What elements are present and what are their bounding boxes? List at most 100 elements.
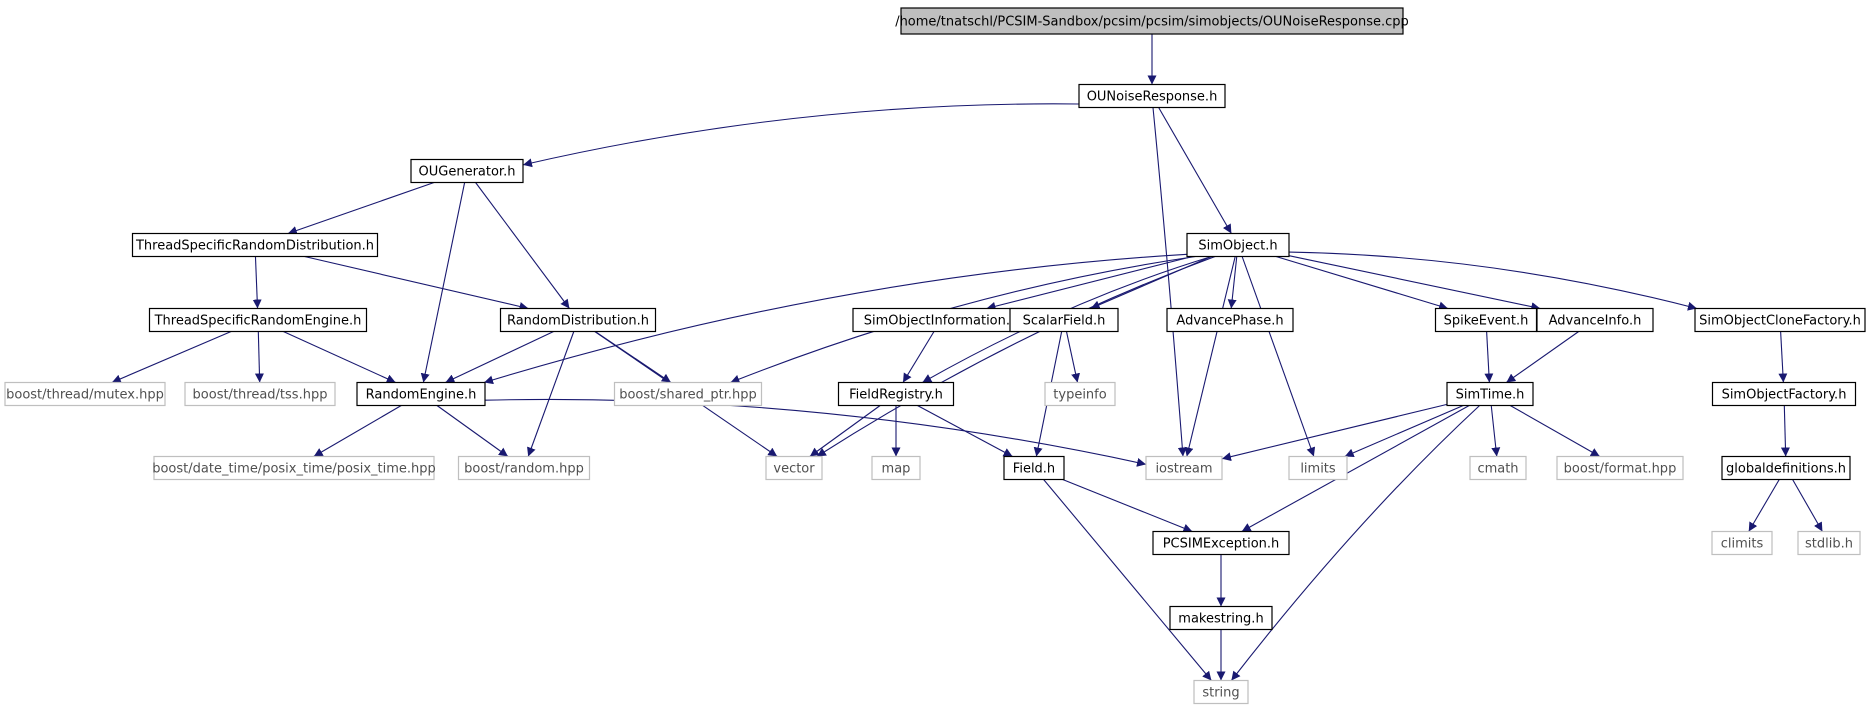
node-box bbox=[1536, 307, 1654, 333]
node-label: OUGenerator.h bbox=[419, 165, 516, 180]
node-box bbox=[1797, 530, 1861, 556]
node-home-tnatschl-pcsim-sandbox-pcsim-pcsim-simobjects-ounoiseresponse-cpp[interactable]: /home/tnatschl/PCSIM-Sandbox/pcsim/pcsim… bbox=[895, 7, 1409, 35]
node-box bbox=[1152, 530, 1290, 556]
node-label: SimObjectCloneFactory.h bbox=[1699, 314, 1861, 329]
node-label: AdvancePhase.h bbox=[1176, 314, 1283, 329]
node-simobject-h[interactable]: SimObject.h bbox=[1186, 232, 1290, 258]
node-label: boost/shared_ptr.hpp bbox=[619, 388, 757, 403]
node-climits: climits bbox=[1711, 530, 1773, 556]
node-box bbox=[1009, 307, 1119, 333]
node-advancephase-h[interactable]: AdvancePhase.h bbox=[1166, 307, 1294, 333]
node-label: boost/format.hpp bbox=[1564, 462, 1677, 477]
node-box bbox=[613, 381, 763, 407]
edge-tsre-to-tss bbox=[254, 331, 264, 383]
node-boost-thread-tss-hpp: boost/thread/tss.hpp bbox=[184, 381, 336, 407]
node-box bbox=[900, 7, 1404, 35]
edge-sof-to-gdef bbox=[1780, 405, 1790, 457]
node-box bbox=[1721, 455, 1851, 481]
node-randomengine-h[interactable]: RandomEngine.h bbox=[356, 381, 486, 407]
edge-ounr-to-iostream bbox=[1152, 107, 1187, 457]
node-label: cmath bbox=[1477, 462, 1518, 477]
node-label: SpikeEvent.h bbox=[1444, 314, 1529, 329]
node-box bbox=[1711, 381, 1857, 407]
node-randomdistribution-h[interactable]: RandomDistribution.h bbox=[499, 307, 657, 333]
node-ougenerator-h[interactable]: OUGenerator.h bbox=[410, 158, 524, 184]
node-boost-thread-mutex-hpp: boost/thread/mutex.hpp bbox=[4, 381, 166, 407]
file-nodes: /home/tnatschl/PCSIM-Sandbox/pcsim/pcsim… bbox=[4, 7, 1866, 705]
node-box bbox=[1556, 455, 1684, 481]
node-field-h[interactable]: Field.h bbox=[1003, 455, 1065, 481]
edge-field-to-string bbox=[1043, 479, 1212, 681]
node-label: RandomDistribution.h bbox=[507, 314, 649, 329]
node-label: boost/random.hpp bbox=[464, 462, 584, 477]
node-simobjectclonefactory-h[interactable]: SimObjectCloneFactory.h bbox=[1694, 307, 1866, 333]
node-threadspecificrandomdistribution-h[interactable]: ThreadSpecificRandomDistribution.h bbox=[131, 232, 379, 258]
node-box bbox=[1003, 455, 1065, 481]
node-advanceinfo-h[interactable]: AdvanceInfo.h bbox=[1536, 307, 1654, 333]
node-spikeevent-h[interactable]: SpikeEvent.h bbox=[1434, 307, 1538, 333]
node-box bbox=[184, 381, 336, 407]
edge-sf-to-typeinfo bbox=[1065, 331, 1081, 383]
node-boost-date-time-posix-time-posix-time-hpp: boost/date_time/posix_time/posix_time.hp… bbox=[152, 455, 436, 481]
node-makestring-h[interactable]: makestring.h bbox=[1169, 605, 1273, 631]
node-label: /home/tnatschl/PCSIM-Sandbox/pcsim/pcsim… bbox=[895, 15, 1409, 30]
node-vector: vector bbox=[765, 455, 823, 481]
edge-re-to-ptime bbox=[313, 405, 402, 457]
node-label: Field.h bbox=[1013, 462, 1055, 477]
edge-tsrd-to-rd bbox=[304, 255, 529, 311]
node-label: OUNoiseResponse.h bbox=[1087, 90, 1218, 105]
edge-se-to-st bbox=[1484, 331, 1494, 383]
node-label: ThreadSpecificRandomEngine.h bbox=[154, 314, 362, 329]
node-simobjectinformation-h[interactable]: SimObjectInformation.h bbox=[852, 307, 1030, 333]
node-label: FieldRegistry.h bbox=[849, 388, 943, 403]
edge-st-to-limits bbox=[1344, 404, 1464, 458]
node-box bbox=[765, 455, 823, 481]
node-label: iostream bbox=[1155, 462, 1212, 477]
node-label: boost/date_time/posix_time/posix_time.hp… bbox=[152, 462, 436, 477]
node-label: ThreadSpecificRandomDistribution.h bbox=[135, 239, 374, 254]
edge-tsre-to-re bbox=[283, 330, 396, 384]
edge-rd-to-sptr bbox=[594, 331, 672, 383]
edge-simobj-to-re bbox=[483, 253, 1188, 385]
node-simtime-h[interactable]: SimTime.h bbox=[1446, 381, 1534, 407]
node-fieldregistry-h[interactable]: FieldRegistry.h bbox=[837, 381, 955, 407]
edge-simobj-to-ai bbox=[1288, 255, 1541, 312]
node-box bbox=[410, 158, 524, 184]
node-boost-random-hpp: boost/random.hpp bbox=[457, 455, 591, 481]
node-ounoiseresponse-h[interactable]: OUNoiseResponse.h bbox=[1078, 83, 1226, 109]
edge-oug-to-rd bbox=[475, 182, 570, 309]
edge-ounr-to-simobj bbox=[1158, 107, 1232, 234]
node-scalarfield-h[interactable]: ScalarField.h bbox=[1009, 307, 1119, 333]
edge-oug-to-re bbox=[420, 182, 466, 383]
node-box bbox=[148, 307, 368, 333]
edge-ai-to-st bbox=[1506, 331, 1579, 383]
node-box bbox=[1288, 455, 1348, 481]
node-label: typeinfo bbox=[1053, 388, 1106, 403]
node-box bbox=[1169, 605, 1273, 631]
node-pcsimexception-h[interactable]: PCSIMException.h bbox=[1152, 530, 1290, 556]
node-simobjectfactory-h[interactable]: SimObjectFactory.h bbox=[1711, 381, 1857, 407]
node-globaldefinitions-h[interactable]: globaldefinitions.h bbox=[1721, 455, 1851, 481]
node-label: makestring.h bbox=[1178, 612, 1263, 627]
edge-st-to-pcsimex bbox=[1241, 405, 1470, 532]
edge-re-to-iostream bbox=[484, 398, 1147, 467]
node-box bbox=[356, 381, 486, 407]
node-label: RandomEngine.h bbox=[366, 388, 477, 403]
edge-rd-to-re bbox=[445, 331, 554, 383]
node-label: AdvanceInfo.h bbox=[1549, 314, 1642, 329]
edge-soi-to-fr bbox=[902, 331, 935, 383]
edge-st-to-string bbox=[1230, 405, 1480, 681]
edge-st-to-bformat bbox=[1509, 405, 1601, 457]
node-box bbox=[1078, 83, 1226, 109]
edge-fr-to-vector bbox=[809, 405, 881, 457]
node-label: boost/thread/mutex.hpp bbox=[6, 388, 164, 403]
node-box bbox=[131, 232, 379, 258]
edge-st-to-iostream bbox=[1221, 403, 1448, 462]
edge-tsre-to-mutex bbox=[111, 330, 232, 384]
edge-rd-to-brand bbox=[527, 331, 575, 457]
node-label: SimObjectFactory.h bbox=[1722, 388, 1847, 403]
edge-simobj-to-socf bbox=[1288, 251, 1698, 311]
node-threadspecificrandomengine-h[interactable]: ThreadSpecificRandomEngine.h bbox=[148, 307, 368, 333]
edge-simobj-to-vector bbox=[816, 255, 1216, 457]
